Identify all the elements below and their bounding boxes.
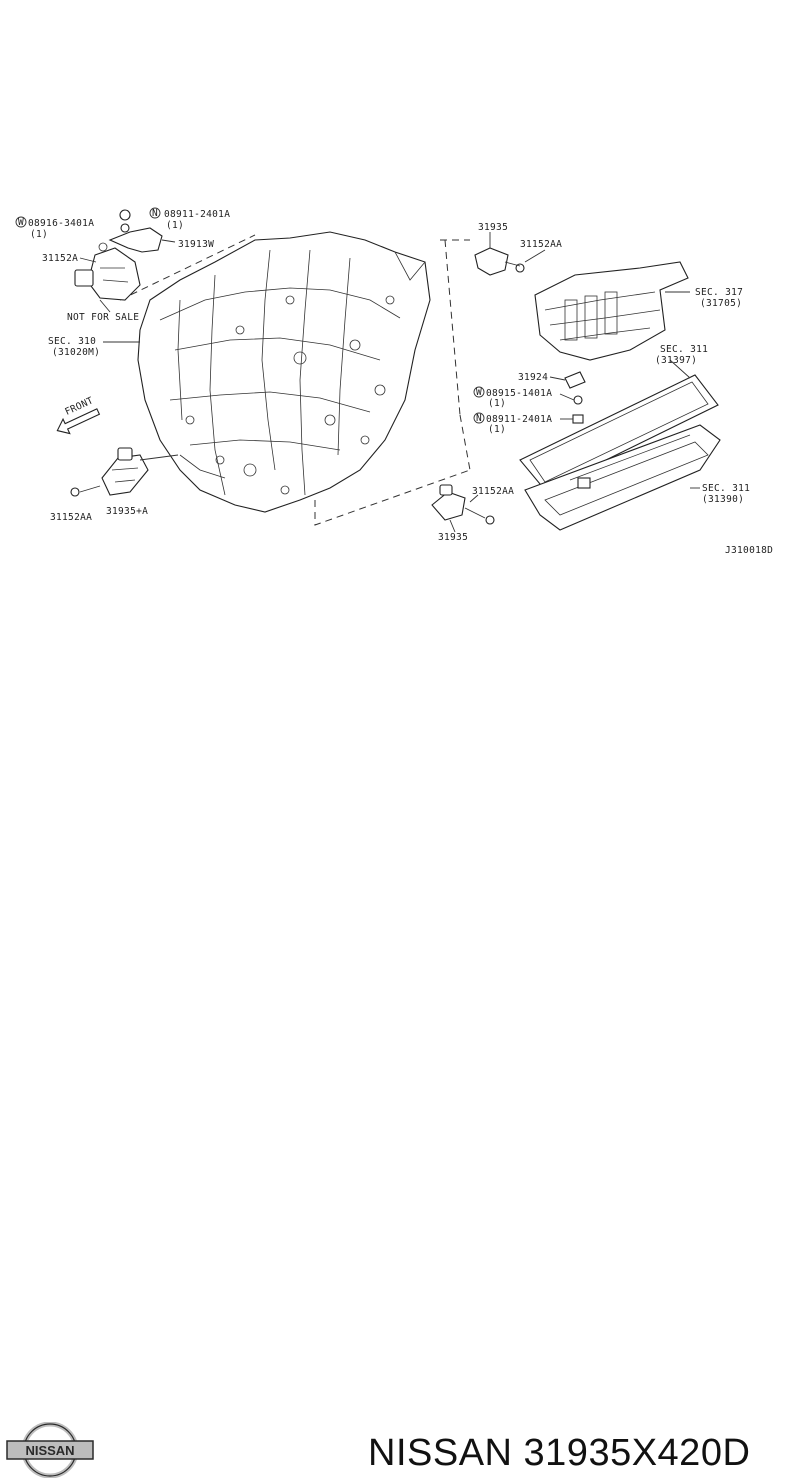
svg-text:W: W xyxy=(18,217,24,228)
label-qty-1c: (1) xyxy=(488,398,506,409)
sensor-lower-left xyxy=(70,447,179,497)
svg-text:N: N xyxy=(152,208,158,219)
label-diagram-ref: J310018D xyxy=(725,545,773,556)
valve-body xyxy=(534,261,690,361)
front-arrow: FRONT xyxy=(56,395,101,435)
label-sec-317: SEC. 317 xyxy=(695,287,743,298)
label-sec-311-bottom: SEC. 311 xyxy=(702,483,750,494)
label-08915-1401A: 08915-1401A xyxy=(486,388,552,399)
label-31152A: 31152A xyxy=(42,253,78,264)
parts-diagram: W 08916-3401A (1) N 08911-2401A (1) 3191… xyxy=(15,207,773,556)
sensor-lower-middle xyxy=(431,484,495,533)
oil-pan xyxy=(524,424,721,531)
nissan-logo-text: NISSAN xyxy=(25,1443,74,1458)
label-31935-top: 31935 xyxy=(478,222,508,233)
oil-pan-gasket xyxy=(519,359,719,491)
label-qty-1d: (1) xyxy=(488,424,506,435)
footer: NISSAN NISSAN 31935X420D xyxy=(0,700,800,1478)
label-31935A: 31935+A xyxy=(106,506,148,517)
label-31020M: (31020M) xyxy=(52,347,100,358)
label-31152AA-top: 31152AA xyxy=(520,239,562,250)
label-sec-310: SEC. 310 xyxy=(48,336,96,347)
symbol-w-1: W xyxy=(15,216,27,228)
label-08911-2401A-bottom: 08911-2401A xyxy=(486,414,552,425)
label-31924: 31924 xyxy=(518,372,548,383)
small-parts-right xyxy=(549,371,586,424)
label-31913W: 31913W xyxy=(178,239,214,250)
label-sec-311-top: SEC. 311 xyxy=(660,344,708,355)
label-31935-bottom: 31935 xyxy=(438,532,468,543)
symbol-n-1: N xyxy=(149,207,161,219)
label-qty-1b: (1) xyxy=(166,220,184,231)
label-31390: (31390) xyxy=(702,494,744,505)
guide-lines xyxy=(119,234,471,526)
label-31705: (31705) xyxy=(700,298,742,309)
label-08916-3401A: 08916-3401A xyxy=(28,218,94,229)
label-31152AA-bottom: 31152AA xyxy=(472,486,514,497)
symbol-n-2: N xyxy=(473,412,485,424)
part-title: NISSAN 31935X420D xyxy=(368,1432,751,1474)
svg-text:W: W xyxy=(476,387,482,398)
label-31152AA-left: 31152AA xyxy=(50,512,92,523)
label-qty-1a: (1) xyxy=(30,229,48,240)
label-31397: (31397) xyxy=(655,355,697,366)
label-08911-2401A-top: 08911-2401A xyxy=(164,209,230,220)
symbol-w-2: W xyxy=(473,386,485,398)
nissan-logo: NISSAN xyxy=(6,1422,94,1478)
label-not-for-sale: NOT FOR SALE xyxy=(67,312,139,323)
svg-text:N: N xyxy=(476,413,482,424)
sensor-upper-middle xyxy=(474,232,546,276)
transmission-case xyxy=(137,231,431,513)
sensor-assembly-upper xyxy=(74,209,176,301)
